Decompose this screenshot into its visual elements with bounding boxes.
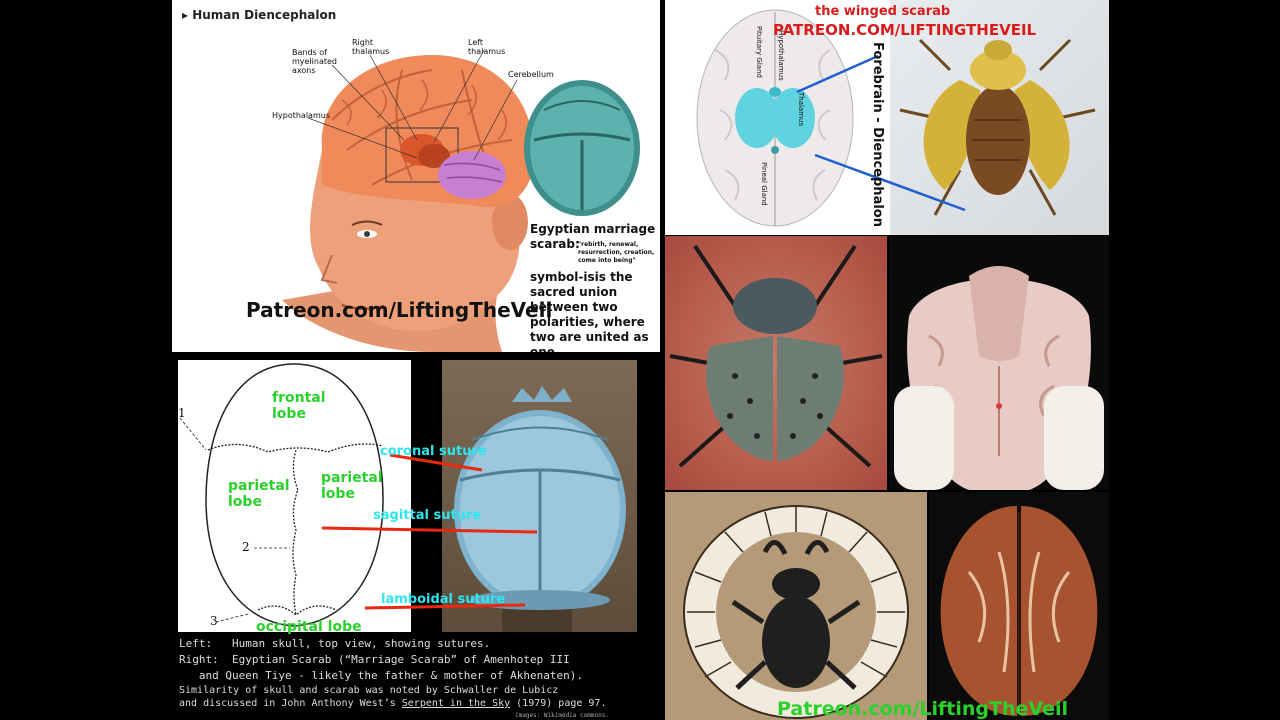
suture-number-2: 2 bbox=[242, 540, 250, 554]
caption-similarity-2-post: (1979) page 97. bbox=[510, 698, 607, 709]
caption-similarity-2: and discussed in John Anthony West’s Ser… bbox=[179, 697, 659, 710]
suture-number-3: 3 bbox=[210, 614, 218, 628]
caption-book-title: Serpent in the Sky bbox=[401, 698, 511, 709]
head-brain-drawing bbox=[282, 49, 640, 352]
label-hypothalamus-top: Hypothalamus bbox=[777, 30, 785, 81]
brain-dissection-drawing bbox=[940, 506, 1098, 716]
blue-scarab-drawing bbox=[454, 386, 626, 632]
label-sagittal-suture: sagittal suture bbox=[373, 508, 482, 523]
egyptian-scarab-description: symbol-isis the sacred union between two… bbox=[530, 270, 649, 352]
winged-scarab-title: the winged scarab bbox=[815, 4, 951, 19]
label-lamboidal-suture: lamboidal suture bbox=[381, 592, 506, 607]
brainstem-photo bbox=[889, 236, 1109, 490]
label-right-thalamus: Right thalamus bbox=[352, 38, 390, 56]
beetle-tattoo-drawing bbox=[669, 244, 883, 468]
label-coronal-suture: coronal suture bbox=[380, 444, 487, 459]
brainstem-drawing bbox=[894, 266, 1104, 490]
label-parietal-lobe-right: parietal lobe bbox=[321, 470, 383, 502]
golden-beetle-photo bbox=[890, 0, 1109, 235]
label-thalamus: Thalamus bbox=[797, 92, 805, 127]
label-frontal-lobe: frontal lobe bbox=[272, 390, 326, 422]
egyptian-scarab-title: Egyptian marriage scarab: bbox=[530, 222, 656, 251]
suture-number-1: 1 bbox=[178, 406, 186, 420]
papyrus-scarab-painting bbox=[665, 492, 927, 720]
label-occipital-lobe: occipital lobe bbox=[256, 619, 362, 635]
label-left-thalamus: Left thalamus bbox=[468, 38, 506, 56]
label-pituitary-gland: Pituitary Gland bbox=[755, 26, 763, 78]
label-bands-of-myelinated-axons: Bands of myelinated axons bbox=[292, 48, 338, 75]
skull-diagram: 1 2 3 frontal lobe parietal lobe parieta… bbox=[178, 360, 411, 632]
figure-caption: Left: Human skull, top view, showing sut… bbox=[179, 636, 659, 719]
caption-right-1: Right: Egyptian Scarab (“Marriage Scarab… bbox=[179, 653, 570, 666]
forebrain-diencephalon-label: Forebrain - Diencephalon bbox=[870, 42, 885, 227]
egyptian-scarab-quote: "rebirth, renewal, resurrection, creatio… bbox=[578, 241, 655, 264]
diencephalon-illustration: ▸ Human Diencephalon bbox=[172, 0, 660, 352]
caption-left: Left: Human skull, top view, showing sut… bbox=[179, 637, 491, 650]
label-pineal-gland: Pineal Gland bbox=[760, 162, 768, 206]
label-hypothalamus: Hypothalamus bbox=[272, 111, 330, 120]
label-parietal-lobe-left: parietal lobe bbox=[228, 478, 290, 510]
patreon-watermark-caps: PATREON.COM/LIFTINGTHEVEIL bbox=[773, 21, 1037, 39]
diencephalon-title: ▸ Human Diencephalon bbox=[182, 8, 337, 22]
label-cerebellum: Cerebellum bbox=[508, 70, 554, 79]
brain-dissection-photo bbox=[929, 492, 1109, 720]
caption-right-2: and Queen Tiye - likely the father & mot… bbox=[179, 669, 583, 682]
caption-similarity-1: Similarity of skull and scarab was noted… bbox=[179, 685, 559, 696]
patreon-watermark-green: Patreon.com/LiftingTheVeil bbox=[777, 698, 1068, 720]
scarab-photo bbox=[442, 360, 637, 632]
caption-similarity-2-pre: and discussed in John Anthony West’s bbox=[179, 698, 402, 709]
patreon-watermark: Patreon.com/LiftingTheVeil bbox=[246, 298, 553, 322]
papyrus-scarab-drawing bbox=[683, 505, 909, 719]
skull-outline-drawing bbox=[179, 363, 384, 627]
caption-image-credit: images: Wikimedia commons. bbox=[515, 712, 609, 719]
beetle-tattoo-photo bbox=[665, 236, 887, 490]
